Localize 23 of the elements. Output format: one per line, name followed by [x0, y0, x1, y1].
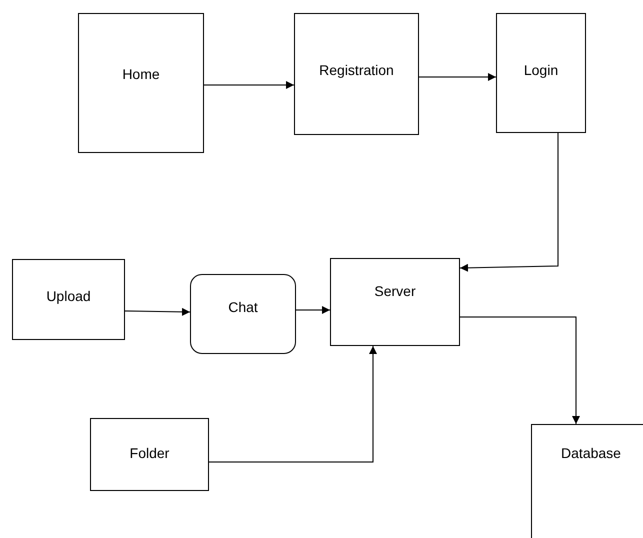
node-label: Login: [524, 62, 558, 78]
node-label: Database: [561, 445, 621, 461]
node-label: Folder: [130, 445, 170, 461]
process-box: [294, 13, 419, 135]
process-box: [12, 259, 125, 340]
process-box: [496, 13, 586, 133]
process-box: [78, 13, 204, 153]
node-label: Server: [374, 283, 416, 299]
node-label: Upload: [46, 288, 91, 304]
arrow: [208, 346, 377, 462]
arrow: [124, 308, 190, 316]
node-label: Registration: [319, 62, 394, 78]
process-box: [531, 424, 643, 538]
rounded-process-box: [190, 274, 296, 354]
arrow: [296, 306, 330, 314]
process-box: [330, 258, 460, 346]
node-label: Home: [122, 66, 160, 82]
arrow: [460, 316, 580, 424]
process-box: [90, 418, 209, 491]
arrow: [418, 73, 496, 81]
arrow: [460, 132, 558, 272]
arrow: [204, 81, 294, 89]
node-label: Chat: [228, 299, 258, 315]
